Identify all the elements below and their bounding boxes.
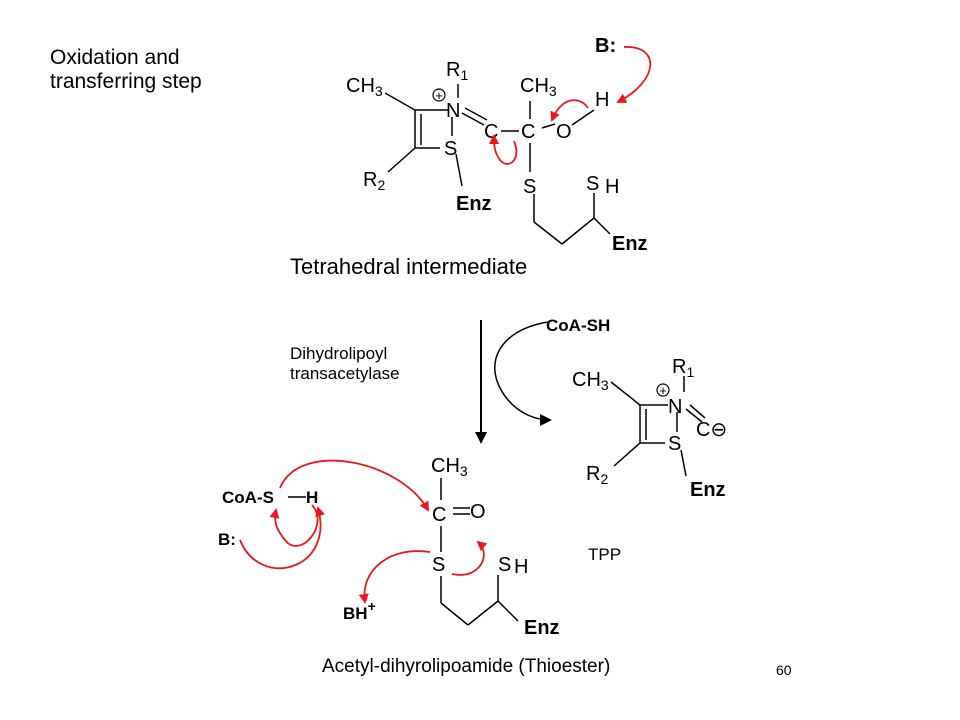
- enzyme-label-line-2: transacetylase: [290, 363, 400, 383]
- enzyme-label: Dihydrolipoyl transacetylase: [290, 344, 400, 383]
- positive-charge-sign: +: [435, 88, 443, 103]
- tpp-label: TPP: [588, 545, 622, 564]
- step-title: Oxidation and transferring step: [50, 46, 202, 94]
- tpp-enzyme-label: Enz: [690, 479, 726, 501]
- tpp-r1-substituent: R1: [672, 356, 694, 380]
- thiol-sulfur-atom: S: [586, 173, 599, 195]
- base-label-1: B:: [595, 35, 616, 57]
- base-proton-abstraction-arrow: [239, 506, 325, 569]
- sulfur-leaving-arrow: [451, 540, 488, 576]
- base-deprotonation-arrow: [616, 46, 652, 103]
- coa-thiol-hydrogen: H: [306, 488, 318, 507]
- tetrahedral-intermediate-structure: [384, 84, 611, 245]
- carbonyl-oxygen-atom: O: [470, 501, 486, 523]
- thioester-caption: Acetyl-dihyrolipoamide (Thioester): [322, 656, 611, 677]
- acetyl-carbon-atom: C: [521, 121, 535, 143]
- methyl-group: CH3: [346, 75, 383, 99]
- tpp-carbanion: C⊖: [696, 419, 727, 441]
- thioester-enzyme-label: Enz: [524, 617, 560, 639]
- thiolate-protonation-arrow: [358, 550, 431, 604]
- coa-thiol: CoA-S: [222, 488, 274, 507]
- enzyme-label-line-1: Dihydrolipoyl: [290, 344, 388, 363]
- tpp-r2-substituent: R2: [586, 463, 608, 487]
- tpp-sulfur-atom: S: [668, 433, 681, 455]
- tpp-positive-charge: [656, 383, 670, 397]
- thioester-sulfur-atom: S: [432, 554, 445, 576]
- step-title-line-2: transferring step: [50, 70, 202, 94]
- tpp-methyl-group: CH3: [572, 369, 609, 393]
- cc-bond-cleavage-arrow: [489, 134, 518, 165]
- carbonyl-carbon-atom: C: [432, 504, 446, 526]
- oh-bond-arrow: [550, 99, 589, 122]
- thioester-electron-arrows: [239, 459, 488, 604]
- positive-charge: [432, 88, 446, 102]
- nitrogen-atom: N: [446, 100, 460, 122]
- tetrahedral-intermediate-atoms: CH3 R1 + N S R2 Enz C C CH3 O H B: S S H…: [346, 35, 648, 255]
- coa-sh-reagent: CoA-SH: [546, 316, 610, 335]
- thioester-methyl-group: CH3: [431, 455, 468, 479]
- sh-bond-arrow: [269, 504, 319, 547]
- thioester-atoms: CH3 C O S S H Enz CoA-S H B: BH+: [218, 455, 560, 639]
- step-title-line-1: Oxidation and: [50, 46, 180, 69]
- ring-sulfur-atom: S: [444, 138, 457, 160]
- thiol-hydrogen-atom: H: [605, 176, 619, 198]
- base-label-2: B:: [218, 530, 236, 549]
- tpp-positive-charge-sign: +: [659, 383, 667, 398]
- enzyme-label-1: Enz: [456, 193, 492, 215]
- thiol-attack-arrow: [279, 459, 429, 512]
- hydroxyl-hydrogen-atom: H: [595, 89, 609, 111]
- oxygen-atom: O: [556, 121, 572, 143]
- tetrahedral-intermediate-caption: Tetrahedral intermediate: [290, 254, 528, 279]
- dihydrolipoyl-sulfur-atom: S: [498, 554, 511, 576]
- r2-substituent: R2: [363, 169, 385, 193]
- protonated-base: BH+: [343, 598, 376, 623]
- thioester-structure: [288, 478, 519, 626]
- tpp-nitrogen-atom: N: [668, 396, 682, 418]
- tpp-structure: [610, 376, 706, 477]
- page-number: 60: [776, 662, 792, 678]
- lipoyl-sulfur-atom: S: [523, 176, 536, 198]
- enzyme-label-2: Enz: [612, 233, 648, 255]
- r1-substituent: R1: [446, 59, 468, 83]
- dihydrolipoyl-hydrogen-atom: H: [514, 556, 528, 578]
- tpp-atoms: CH3 R1 + N S C⊖ R2 Enz: [572, 356, 727, 501]
- tetrahedral-electron-arrows: [489, 46, 652, 165]
- acetyl-methyl-group: CH3: [520, 75, 557, 99]
- coa-sh-entry-arrow: [494, 321, 552, 426]
- ylide-carbon-atom: C: [484, 121, 498, 143]
